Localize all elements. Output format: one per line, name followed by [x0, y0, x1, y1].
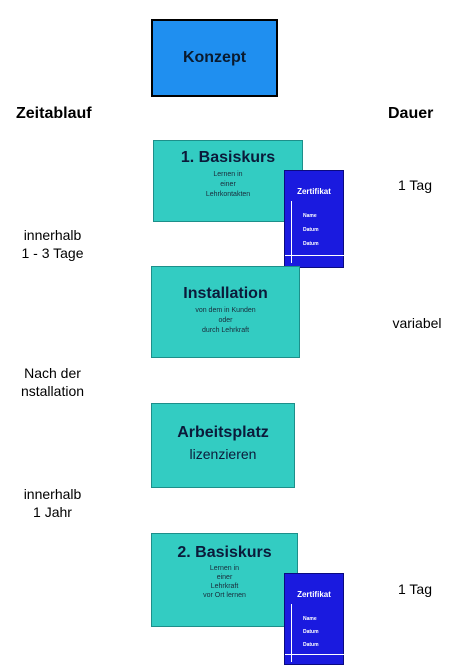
- step-installation: Installation von dem in Kunden oder durc…: [151, 266, 300, 358]
- duration-label: 1 Tag: [398, 581, 432, 597]
- step-subtext-line: oder: [218, 317, 233, 324]
- certificate-field: Name: [303, 616, 317, 622]
- step-title: 1. Basiskurs: [180, 149, 276, 166]
- step-subtext: Lernen in einer Lehrkontakten: [154, 170, 302, 200]
- step-title: 2. Basiskurs: [177, 544, 272, 561]
- concept-box: Konzept: [151, 19, 278, 97]
- step-subtext-line: Lernen in: [209, 565, 240, 572]
- step-title: Installation: [183, 285, 268, 302]
- step-subtext-line: vor Ort lernen: [203, 592, 246, 599]
- timeline-line: innerhalb: [23, 486, 82, 502]
- step-subtext-line: einer: [216, 574, 233, 581]
- step-basiskurs-1: 1. Basiskurs Lernen in einer Lehrkontakt…: [153, 140, 303, 222]
- timeline-header: Zeitablauf: [16, 105, 92, 122]
- certificate-field: Datum: [303, 241, 319, 247]
- step-basiskurs-2: 2. Basiskurs Lernen in einer Lehrkraft v…: [151, 533, 298, 627]
- certificate-field: Datum: [303, 629, 319, 635]
- step-subtext-line: durch Lehrkraft: [201, 327, 250, 334]
- timeline-line: innerhalb: [23, 227, 82, 243]
- step-subtext: von dem in Kunden oder durch Lehrkraft: [152, 306, 299, 336]
- timeline-line: nstallation: [20, 383, 85, 399]
- timeline-line: 1 Jahr: [33, 504, 72, 520]
- certificate-field: Datum: [303, 642, 319, 648]
- certificate-title: Zertifikat: [297, 187, 331, 196]
- step-subtext-line: lizenzieren: [189, 446, 257, 462]
- certificate-field: Datum: [303, 227, 319, 233]
- certificate-icon: Zertifikat Name Datum Datum: [284, 170, 345, 268]
- duration-label: variabel: [392, 315, 442, 331]
- step-subtext-line: einer: [220, 181, 236, 188]
- certificate-field: Name: [303, 213, 317, 219]
- step-subtext-line: Lehrkontakten: [205, 191, 251, 198]
- concept-label: Konzept: [182, 49, 247, 66]
- certificate-title: Zertifikat: [297, 590, 331, 599]
- timeline-label: innerhalb 1 - 3 Tage: [0, 226, 105, 262]
- duration-header: Dauer: [388, 105, 434, 122]
- timeline-line: 1 - 3 Tage: [21, 245, 84, 261]
- step-title: Arbeitsplatz: [177, 424, 269, 441]
- timeline-label: innerhalb 1 Jahr: [0, 485, 105, 521]
- step-arbeitsplatz: Arbeitsplatz lizenzieren: [151, 403, 295, 488]
- step-subtext: Lernen in einer Lehrkraft vor Ort lernen: [152, 564, 297, 600]
- duration-label: 1 Tag: [398, 177, 432, 193]
- step-subtext-line: Lehrkraft: [210, 583, 239, 590]
- step-subtext-line: Lernen in: [213, 171, 243, 178]
- timeline-line: Nach der: [24, 365, 81, 381]
- timeline-label: Nach der nstallation: [0, 364, 105, 400]
- step-subtext-line: von dem in Kunden: [195, 307, 256, 314]
- certificate-icon: Zertifikat Name Datum Datum: [284, 573, 345, 665]
